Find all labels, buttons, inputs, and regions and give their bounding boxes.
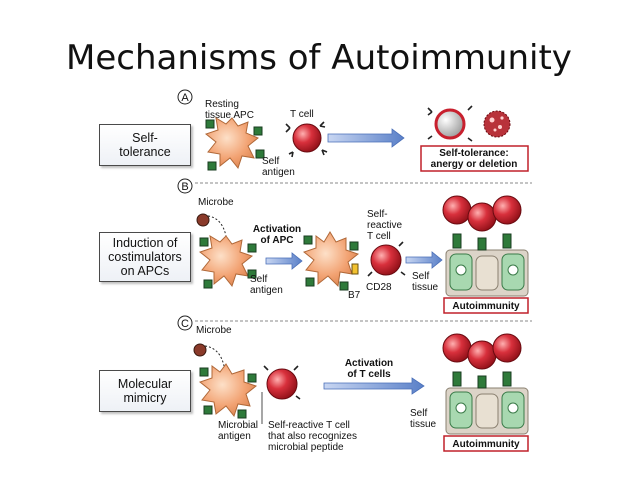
mhc-receptor <box>452 233 512 251</box>
self-tissue <box>445 387 529 435</box>
svg-text:B: B <box>181 181 188 193</box>
mhc-receptor <box>205 119 265 171</box>
activation-arrow <box>265 252 303 270</box>
b7-label: B7 <box>348 290 361 301</box>
mhc-receptor <box>199 367 257 419</box>
outcome-box-autoimmunity <box>443 297 529 314</box>
autoimmunity-text: Autoimmunity <box>452 439 520 450</box>
activated-apc-cell <box>302 231 360 288</box>
arrow-to-autoimmunity <box>405 251 443 269</box>
microbe-label: Microbe <box>196 325 232 336</box>
panel-letter-c: C <box>177 315 193 331</box>
tcr-receptor <box>367 241 406 277</box>
tolerance-outcome-text: Self-tolerance:anergy or deletion <box>431 148 518 170</box>
tcr-receptor <box>427 105 473 142</box>
panel-letter-a: A <box>177 89 193 105</box>
self-reactive-t-cell <box>370 244 402 276</box>
self-tissue <box>445 249 529 297</box>
apc-cell <box>198 363 258 418</box>
autoimmunity-text: Autoimmunity <box>452 301 520 312</box>
microbe <box>196 213 210 227</box>
tcr-receptor <box>263 365 301 400</box>
autoreactive-t-cell <box>467 340 497 370</box>
autoreactive-t-cell <box>442 333 472 363</box>
microbe-arrow <box>204 345 225 367</box>
microbe-label: Microbe <box>198 197 234 208</box>
autoreactive-t-cell <box>492 195 522 225</box>
tcr-receptor <box>285 121 328 158</box>
autoreactive-t-cell <box>492 333 522 363</box>
panel-letter-b: B <box>177 178 193 194</box>
svg-text:C: C <box>181 318 189 330</box>
anergic-t-cell <box>434 108 466 140</box>
t-cell <box>292 123 322 153</box>
svg-text:A: A <box>181 92 189 104</box>
mhc-receptor <box>303 235 359 291</box>
self-reactive-t-cell <box>266 368 298 400</box>
arrow-to-autoimmunity <box>323 377 425 395</box>
page-title: Mechanisms of Autoimmunity <box>66 38 572 78</box>
microbe <box>193 343 207 357</box>
arrow-to-tolerance <box>327 128 405 148</box>
microbe-arrow <box>207 215 227 237</box>
b7-costimulator <box>351 263 359 275</box>
outcome-box-tolerance <box>420 145 529 172</box>
autoreactive-t-cell <box>467 202 497 232</box>
apc-cell <box>198 235 254 288</box>
apc-cell <box>204 117 259 170</box>
autoreactive-t-cell <box>442 195 472 225</box>
t-cell-label: T cell <box>290 109 314 120</box>
apoptotic-fragment <box>489 116 504 132</box>
side-label-self-tolerance: Self-tolerance <box>99 124 191 166</box>
cd28-label: CD28 <box>366 282 392 293</box>
mhc-receptor <box>199 237 257 289</box>
mhc-receptor <box>452 371 512 389</box>
outcome-box-autoimmunity <box>443 435 529 452</box>
deleted-t-cell <box>483 110 511 138</box>
